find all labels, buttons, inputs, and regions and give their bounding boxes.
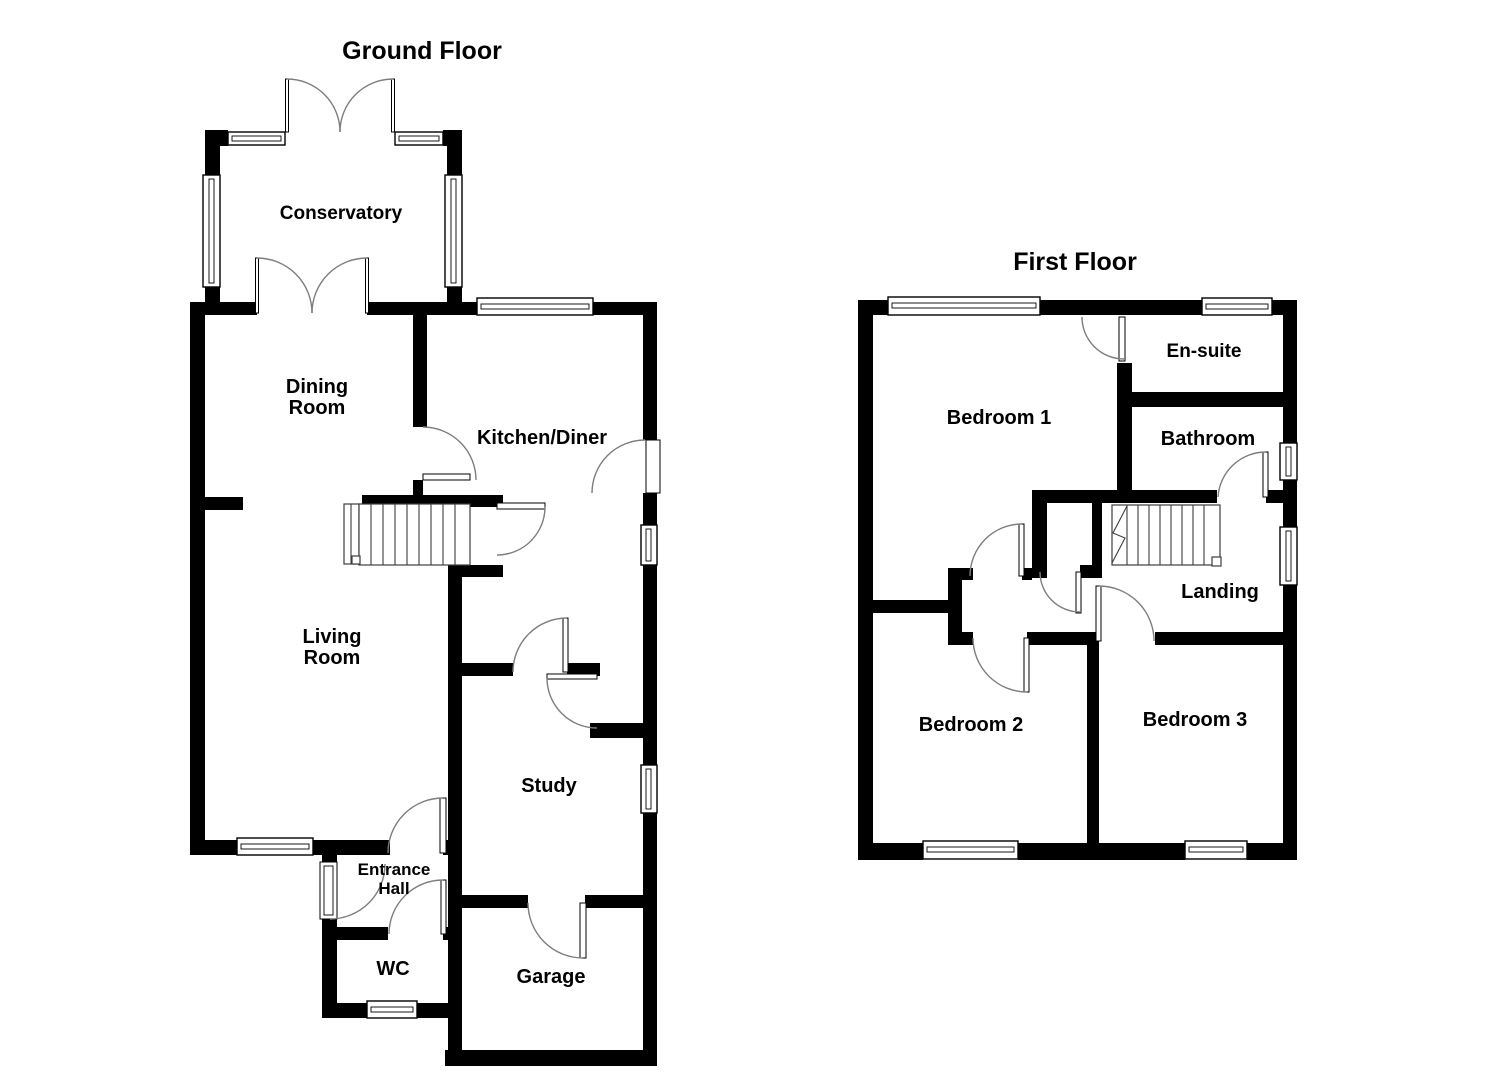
window-conservatory-top-left bbox=[227, 131, 286, 146]
window-conservatory-left bbox=[202, 174, 221, 288]
window-conservatory-right bbox=[444, 174, 463, 288]
window-bedroom3-bottom bbox=[1184, 840, 1248, 860]
room-label-entrance-line2: Hall bbox=[378, 879, 409, 898]
window-ensuite-top bbox=[1201, 297, 1273, 316]
door-bedroom2 bbox=[972, 637, 1030, 693]
door-corridor-to-study bbox=[546, 673, 598, 729]
window-bathroom-right bbox=[1279, 442, 1298, 481]
window-kitchen-top bbox=[476, 297, 594, 316]
room-label-living-line2: Room bbox=[304, 647, 361, 669]
door-ensuite bbox=[1081, 316, 1126, 362]
room-label-entrance-line1: Entrance bbox=[358, 860, 431, 879]
window-bedroom1-top bbox=[887, 296, 1041, 316]
ground-floor-walls bbox=[190, 130, 657, 1066]
room-label-bedroom2: Bedroom 2 bbox=[919, 714, 1023, 736]
window-living-room bbox=[236, 837, 314, 856]
room-label-living-line1: Living bbox=[303, 626, 362, 648]
ground-floor-title: Ground Floor bbox=[342, 37, 502, 65]
door-kitchen-back-door bbox=[591, 439, 661, 494]
door-conservatory-french-doors bbox=[285, 78, 395, 133]
window-kitchen-right bbox=[640, 524, 658, 566]
door-cupboard bbox=[1039, 571, 1082, 614]
door-kitchen-to-hall bbox=[496, 502, 546, 556]
door-conservatory-to-dining bbox=[255, 257, 369, 314]
door-living-to-entrance-hall bbox=[387, 797, 447, 854]
door-wc bbox=[388, 879, 447, 935]
window-landing-right bbox=[1279, 526, 1298, 586]
first-floor-title: First Floor bbox=[1013, 248, 1137, 276]
room-label-dining-line1: Dining bbox=[286, 376, 348, 398]
door-bedroom3 bbox=[1095, 585, 1155, 642]
staircase-first bbox=[1111, 504, 1222, 567]
door-front-entrance bbox=[319, 861, 386, 920]
window-wc bbox=[366, 1000, 418, 1019]
room-label-bedroom3: Bedroom 3 bbox=[1143, 709, 1247, 731]
room-label-garage: Garage bbox=[517, 966, 586, 988]
staircase-ground bbox=[343, 503, 471, 566]
door-bathroom bbox=[1217, 451, 1269, 498]
room-label-bedroom1: Bedroom 1 bbox=[947, 407, 1051, 429]
room-label-wc: WC bbox=[376, 958, 409, 980]
first-floor-plan: First Floor En-suite Bedroom 1 Bathroom … bbox=[858, 248, 1298, 860]
room-label-dining-line2: Room bbox=[289, 397, 346, 419]
room-label-bathroom: Bathroom bbox=[1161, 428, 1255, 450]
door-hall-to-corridor bbox=[512, 617, 569, 673]
room-label-kitchen-diner: Kitchen/Diner bbox=[477, 427, 607, 449]
door-dining-to-kitchen bbox=[422, 426, 477, 481]
window-study-right bbox=[640, 764, 658, 814]
door-garage bbox=[527, 902, 587, 959]
room-label-landing: Landing bbox=[1181, 581, 1259, 603]
door-bedroom1 bbox=[969, 523, 1025, 577]
room-label-study: Study bbox=[521, 775, 577, 797]
room-label-conservatory: Conservatory bbox=[280, 203, 403, 224]
window-bedroom2-bottom bbox=[922, 840, 1019, 860]
window-conservatory-top-right bbox=[394, 131, 444, 146]
room-label-ensuite: En-suite bbox=[1167, 341, 1242, 362]
ground-floor-plan: Ground Floor Conservatory Dining Room Ki… bbox=[190, 37, 661, 1066]
